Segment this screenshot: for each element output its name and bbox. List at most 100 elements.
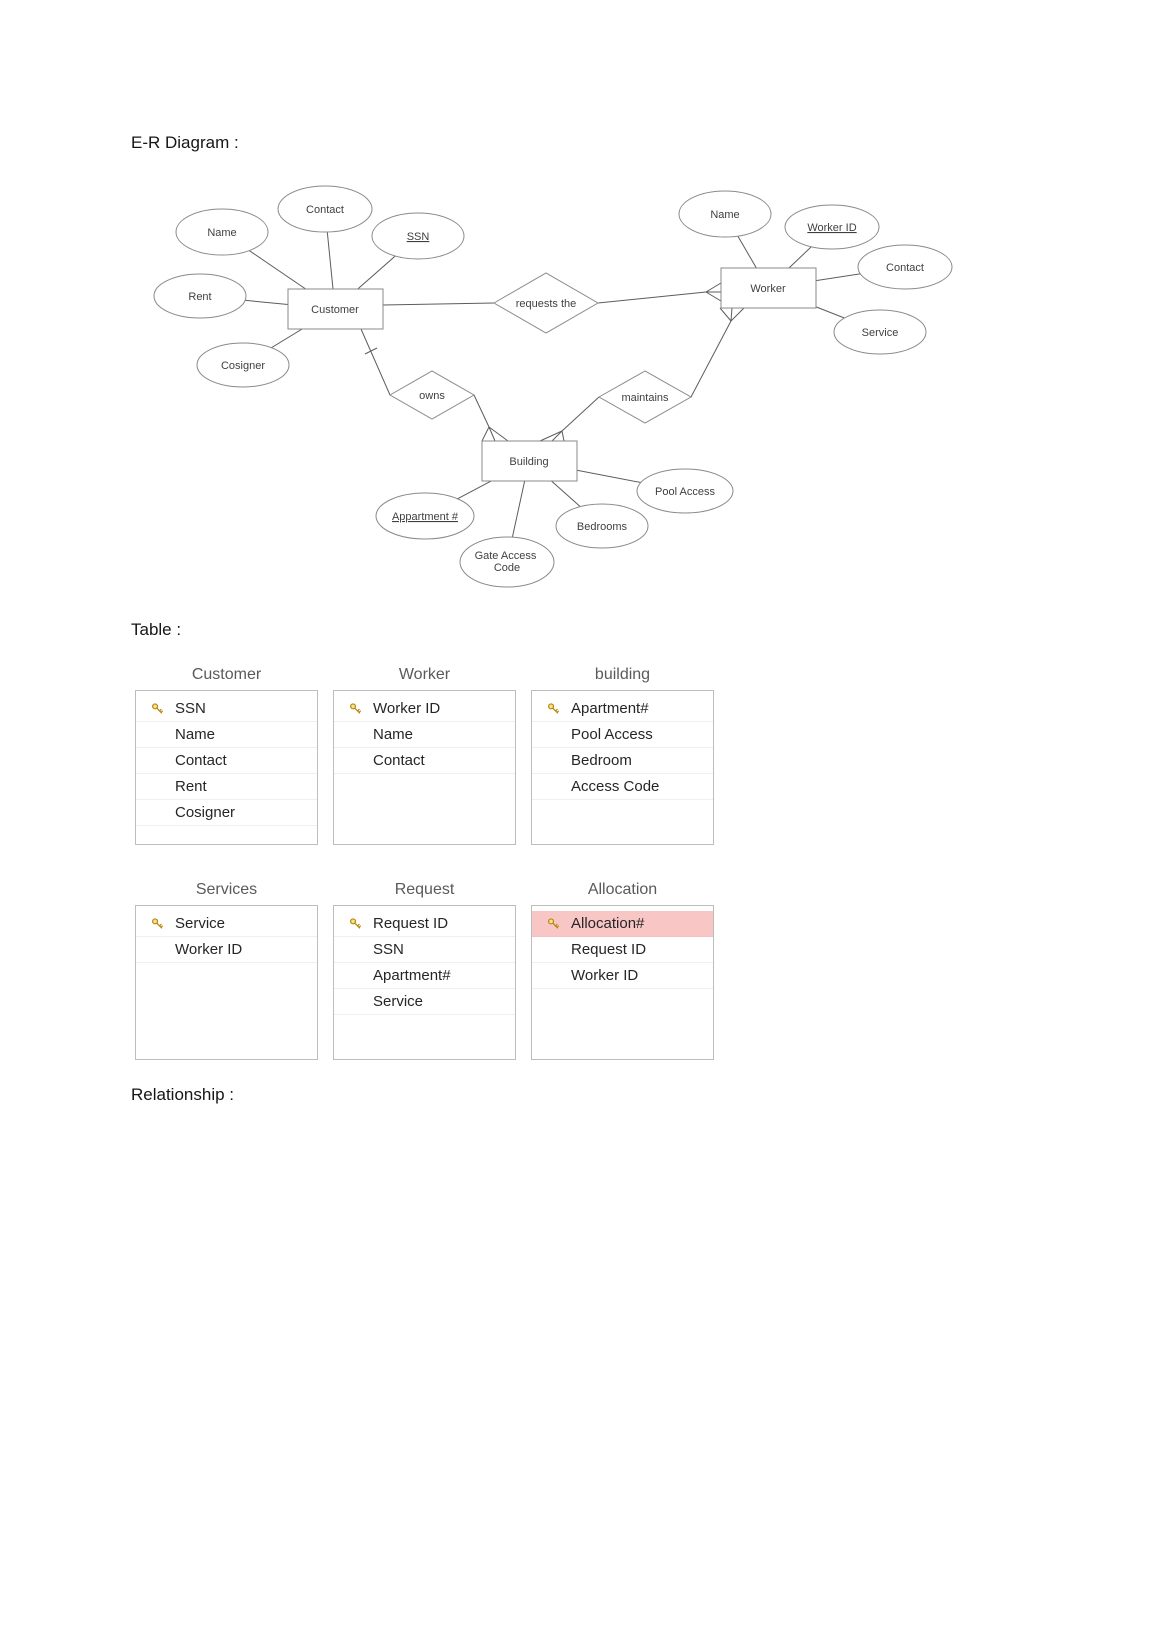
attr-label-rent: Rent [188,291,211,303]
attr-ellipse-worker-id [784,204,880,250]
field-name: Service [175,915,226,932]
key-icon [152,918,163,929]
relation-diamond-requests [492,272,600,334]
field-name: SSN [175,700,206,717]
key-icon [350,703,361,714]
attr-label-service: Service [862,327,899,339]
entity-label-worker: Worker [750,283,786,295]
attr-label-gate-access: Gate Access Code [475,550,540,574]
table-field-row: Worker ID [334,696,515,722]
primary-key-icon [545,702,562,716]
relation-label-owns: owns [419,390,445,402]
attr-ellipse-gate-access [459,536,555,588]
field-name: Service [373,993,424,1010]
table-title: Customer [191,666,262,683]
field-name: Access Code [571,778,660,795]
attr-ellipse-worker-name [678,190,772,238]
table-field-row: Contact [136,748,317,774]
field-name: Contact [373,752,425,769]
key-icon-spacer [545,969,562,983]
relation-label-requests: requests the [516,298,577,310]
entity-box-building [481,440,578,482]
table-field-row: Request ID [334,911,515,937]
table-field-row: SSN [136,696,317,722]
table-field-row: Worker ID [532,963,713,989]
attr-ellipse-apartment [375,492,475,540]
field-name: SSN [373,941,404,958]
table-title: Allocation [587,881,658,898]
field-name: Name [373,726,414,743]
field-name: Rent [175,778,207,795]
table-field-row: Contact [334,748,515,774]
table-field-row: Service [136,911,317,937]
table-field-row: Cosigner [136,800,317,826]
relation-label-maintains: maintains [621,392,669,404]
field-name: Request ID [373,915,449,932]
field-name: Bedroom [571,752,632,769]
diagram-shapes [153,185,953,588]
key-icon-spacer [149,780,166,794]
key-icon-spacer [347,728,364,742]
relation-diamond-owns [388,370,476,420]
attr-label-bedrooms: Bedrooms [577,521,628,533]
primary-key-icon [545,917,562,931]
attr-label-name: Name [207,227,236,239]
attr-ellipse-bedrooms [555,503,649,549]
attr-ellipse-rent [153,273,247,319]
table-box: Allocation# Request ID Worker ID [531,905,714,1060]
field-name: Apartment# [373,967,451,984]
primary-key-icon [149,702,166,716]
field-name: Allocation# [571,915,645,932]
table-field-row: Name [334,722,515,748]
field-name: Worker ID [175,941,243,958]
entity-label-customer: Customer [311,304,359,316]
table-heading: Table : [131,620,182,639]
key-icon-spacer [347,943,364,957]
key-icon-spacer [545,780,562,794]
entity-box-worker [720,267,817,309]
field-name: Request ID [571,941,647,958]
attr-label-cosigner: Cosigner [221,360,265,372]
er-diagram: Customer Worker Building requests the ow… [153,185,953,588]
key-icon-spacer [347,995,364,1009]
primary-key-icon [347,702,364,716]
attr-label-apartment: Appartment # [392,511,459,523]
table-title: Worker [398,666,451,683]
table-field-row: Allocation# [532,911,713,937]
field-name: Worker ID [571,967,639,984]
key-icon-spacer [545,728,562,742]
table-field-row: Apartment# [334,963,515,989]
table-box: Request ID SSN Apartment# Service [333,905,516,1060]
diagram-edges [199,208,906,563]
attr-ellipse-pool-access [636,468,734,514]
attr-label-pool-access: Pool Access [655,486,715,498]
attr-label-contact: Contact [306,204,344,216]
attr-label-worker-id: Worker ID [807,222,856,234]
table-card: Allocation Allocation# Request ID Worker I… [531,879,714,1060]
key-icon-spacer [149,806,166,820]
gate-access-line2: Code [494,562,520,574]
attr-label-ssn: SSN [407,231,430,243]
table-field-row: Rent [136,774,317,800]
key-icon [548,703,559,714]
table-field-row: Access Code [532,774,713,800]
attr-ellipse-service [833,309,927,355]
gate-access-line1: Gate Access [475,550,537,562]
table-field-row: Worker ID [136,937,317,963]
field-name: Contact [175,752,227,769]
key-icon-spacer [545,943,562,957]
field-name: Cosigner [175,804,236,821]
key-icon-spacer [347,754,364,768]
field-name: Worker ID [373,700,441,717]
attr-ellipse-name [175,208,269,256]
attr-label-worker-name: Name [710,209,739,221]
relationship-heading: Relationship : [131,1085,235,1104]
key-icon-spacer [149,754,166,768]
